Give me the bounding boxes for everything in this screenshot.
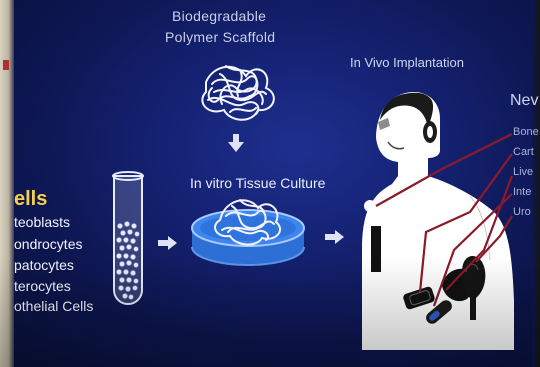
test-tube-icon: [113, 172, 143, 304]
new-tissue-item: Live: [513, 166, 533, 178]
scaffold-icon: [202, 66, 274, 120]
culture-label: In vitro Tissue Culture: [190, 175, 325, 191]
new-tissue-item: Uro: [513, 206, 531, 218]
cell-item: teoblasts: [14, 214, 70, 230]
cells-heading: ells: [14, 188, 47, 211]
cell-item: terocytes: [14, 278, 71, 294]
scaffold-title-line1: Biodegradable: [172, 8, 266, 24]
cell-item: patocytes: [14, 257, 74, 273]
new-tissues-heading: Nev: [510, 92, 538, 110]
scaffold-title-line2: Polymer Scaffold: [165, 29, 275, 45]
down-arrow-icon: [228, 134, 244, 152]
petri-dish-icon: [192, 200, 304, 265]
new-tissue-item: Cart: [513, 146, 534, 158]
implantation-label: In Vivo Implantation: [350, 55, 464, 70]
new-tissue-item: Bone: [513, 126, 539, 138]
new-tissue-item: Inte: [513, 186, 531, 198]
cell-item: ondrocytes: [14, 236, 82, 252]
cell-item: othelial Cells: [14, 298, 93, 314]
